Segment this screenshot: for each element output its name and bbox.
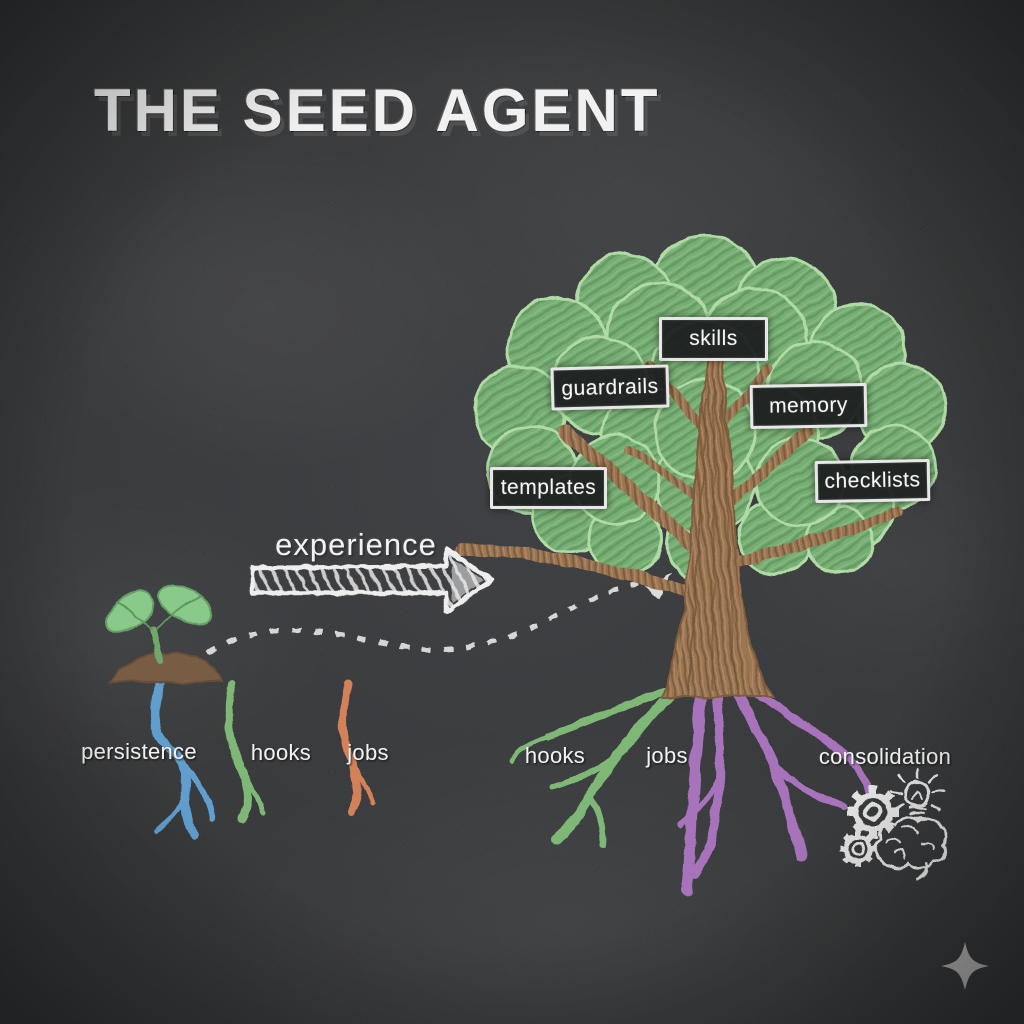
diagram-artwork	[0, 0, 1024, 1024]
chalk-dust-texture	[0, 0, 1024, 1024]
chalkboard-diagram: THE SEED AGENT experience skills guardra…	[0, 0, 1024, 1024]
